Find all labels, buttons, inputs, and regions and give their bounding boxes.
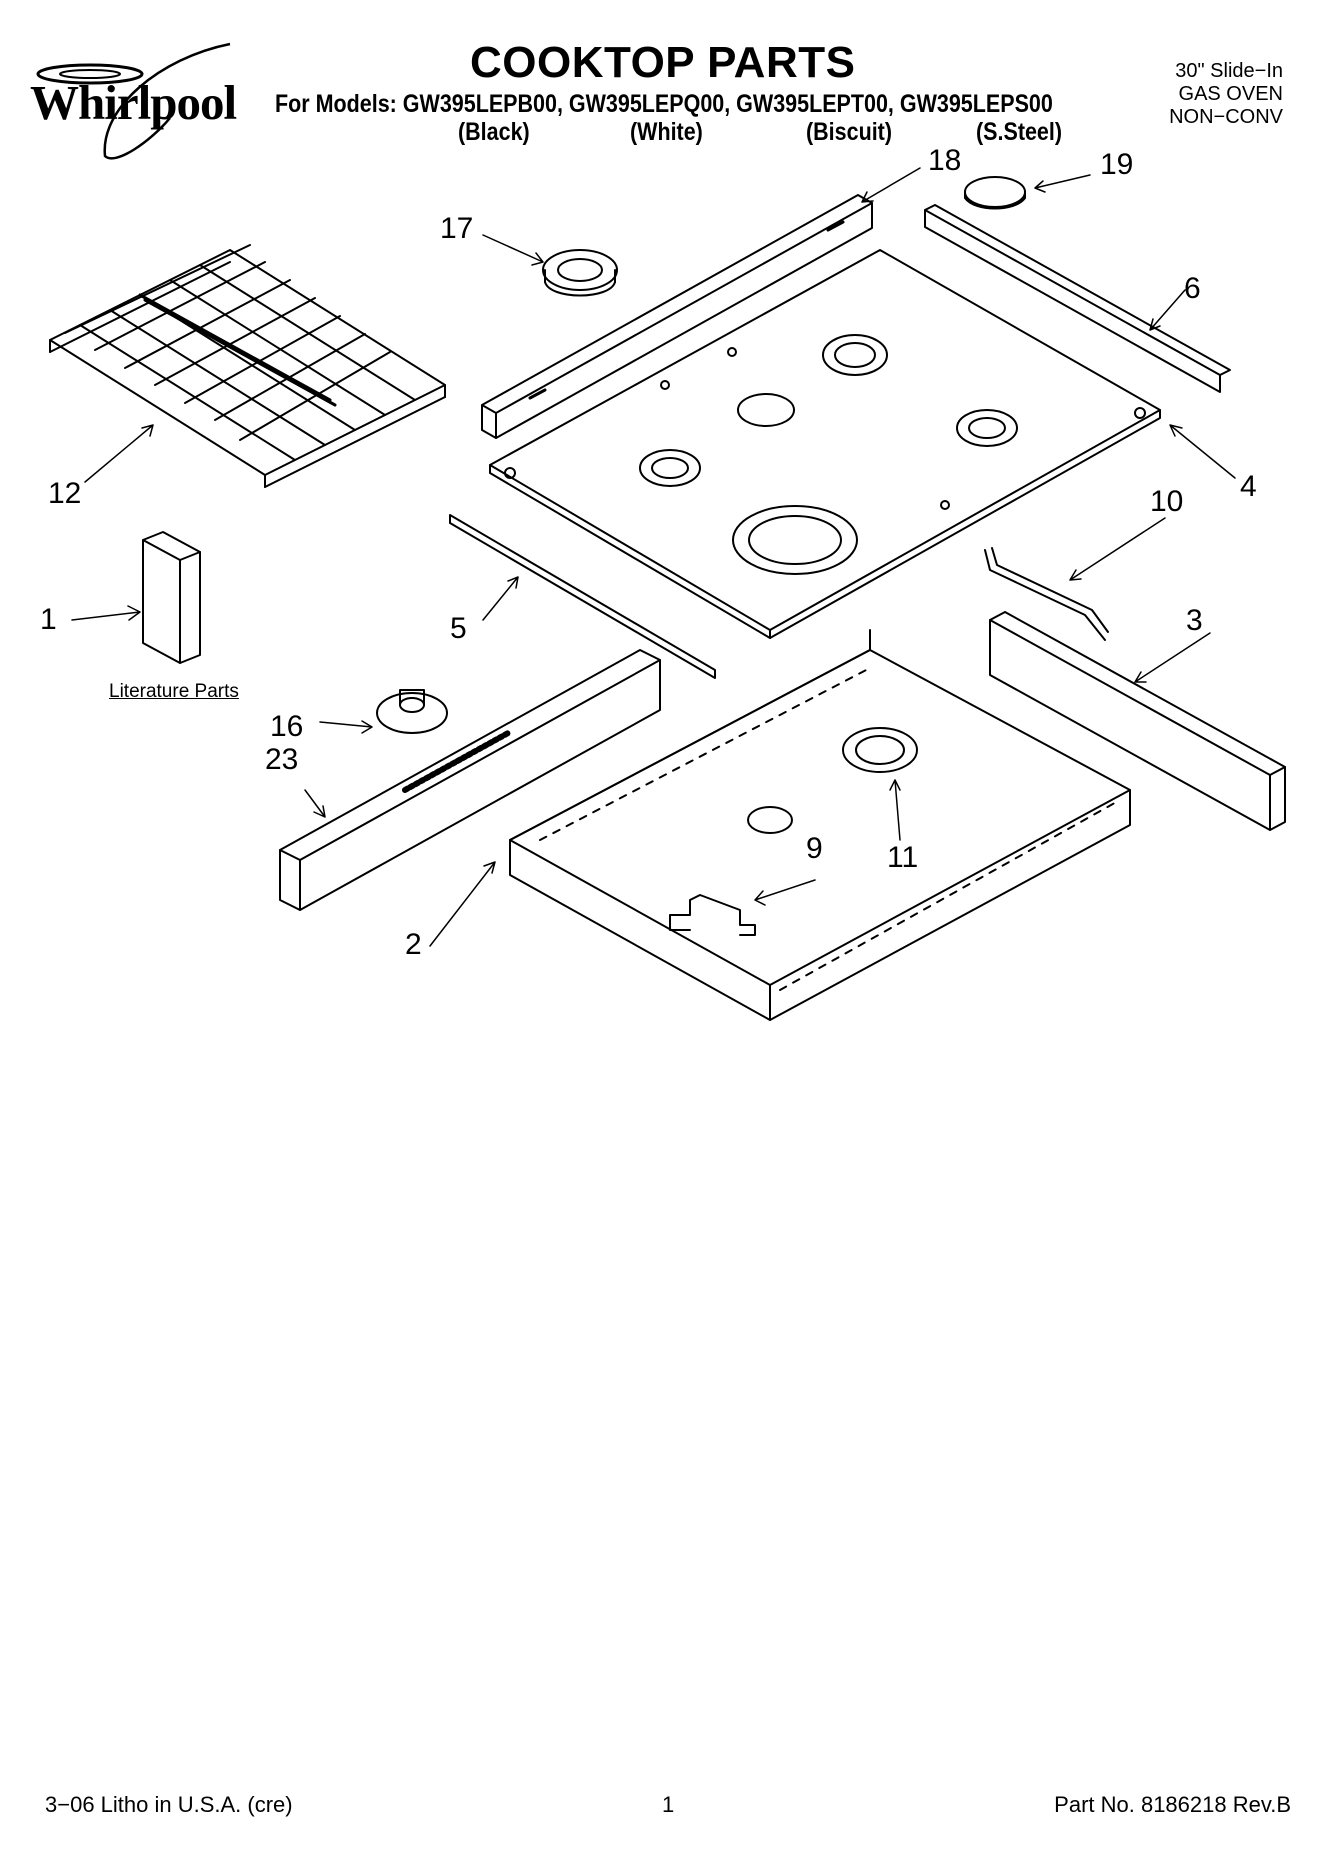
literature-parts-label: Literature Parts <box>109 681 239 702</box>
meta-size: 30" Slide−In <box>1175 60 1283 82</box>
part-18-rear-rail <box>481 194 873 439</box>
variant-black: (Black) <box>458 118 530 146</box>
part-17-burner-ring <box>542 249 618 297</box>
callout-12: 12 <box>48 477 82 510</box>
part-6-side-rail <box>924 204 1231 393</box>
logo-wordmark: Whirlpool <box>30 75 237 130</box>
callout-4: 4 <box>1240 470 1257 503</box>
part-9-bracket <box>669 894 756 936</box>
footer-page-number: 1 <box>662 1792 675 1817</box>
part-23-front-panel <box>279 649 661 911</box>
callout-11: 11 <box>887 841 919 874</box>
part-16-igniter <box>376 689 448 734</box>
footer-litho: 3−06 Litho in U.S.A. (cre) <box>45 1792 293 1817</box>
callout-2: 2 <box>405 928 422 961</box>
callout-19: 19 <box>1100 148 1134 181</box>
callout-1: 1 <box>40 603 57 636</box>
whirlpool-logo <box>36 42 231 160</box>
part-12-grate <box>49 244 446 488</box>
footer-part-number: Part No. 8186218 Rev.B <box>1054 1792 1291 1817</box>
part-1-literature <box>142 531 201 664</box>
callout-10: 10 <box>1150 485 1184 518</box>
part-3-side-rail <box>989 611 1286 831</box>
callout-9: 9 <box>806 832 823 865</box>
part-5-front-strip <box>449 514 716 679</box>
callout-3: 3 <box>1186 604 1203 637</box>
meta-conv: NON−CONV <box>1169 106 1283 128</box>
callout-16: 16 <box>270 710 304 743</box>
callout-17: 17 <box>440 212 474 245</box>
variant-biscuit: (Biscuit) <box>806 118 892 146</box>
part-10-bracket <box>984 547 1109 641</box>
part-2-burner-box <box>509 629 1131 1021</box>
variant-white: (White) <box>630 118 703 146</box>
callout-18: 18 <box>928 144 962 177</box>
callout-leaders <box>71 167 1236 947</box>
callout-5: 5 <box>450 612 467 645</box>
variant-steel: (S.Steel) <box>976 118 1063 146</box>
part-19-cap <box>964 176 1026 210</box>
meta-type: GAS OVEN <box>1178 83 1283 105</box>
callout-6: 6 <box>1184 272 1201 305</box>
models-line: For Models: GW395LEPB00, GW395LEPQ00, GW… <box>275 90 1053 118</box>
part-11-burner <box>842 727 918 773</box>
callout-23: 23 <box>265 743 299 776</box>
page-title: COOKTOP PARTS <box>470 38 856 87</box>
part-4-cooktop <box>489 249 1161 639</box>
